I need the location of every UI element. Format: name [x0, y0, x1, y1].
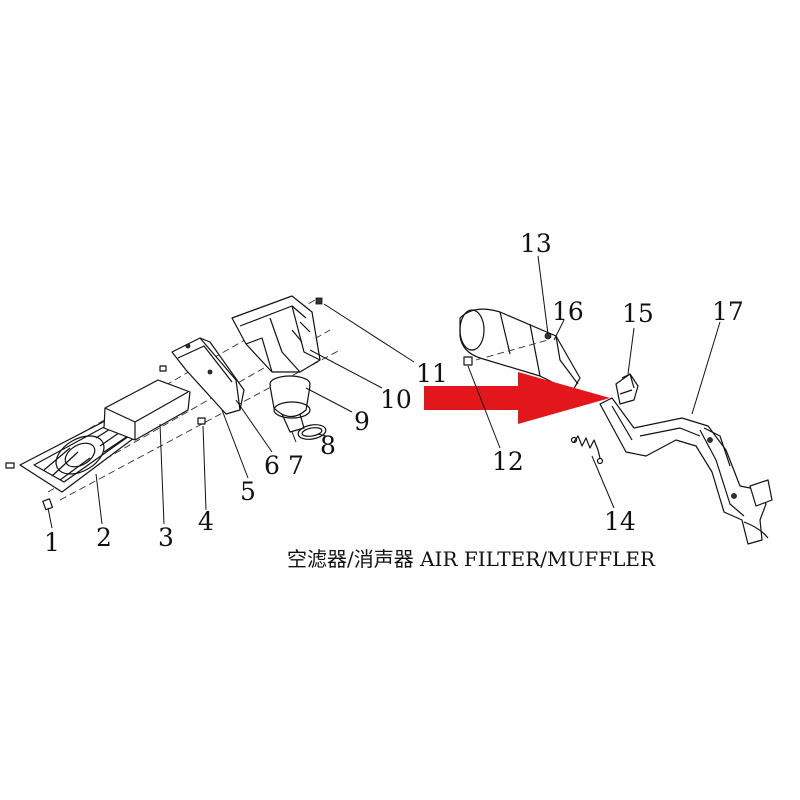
callout-10: 10	[380, 385, 412, 414]
hose-clamp-part-7-8	[297, 424, 327, 440]
callout-15: 15	[622, 299, 654, 328]
callout-8: 8	[320, 431, 336, 460]
callout-7: 7	[288, 451, 304, 480]
callout-5: 5	[240, 477, 256, 506]
intake-boot-part-9	[269, 375, 311, 433]
callout-12: 12	[492, 447, 524, 476]
air-box-housing-part-10	[231, 295, 321, 373]
diagram-caption: 空滤器/消声器 AIR FILTER/MUFFLER	[287, 547, 656, 571]
screw-part-4	[197, 417, 206, 425]
callout-14: 14	[604, 507, 636, 536]
callout-13: 13	[520, 229, 552, 258]
callout-labels: 1 2 3 4 5 6 7 8 9 10 11 12 13 14 15 16 1…	[44, 229, 744, 557]
leader-lines	[47, 255, 721, 529]
callout-17: 17	[712, 297, 744, 326]
muffler-assembly	[459, 308, 773, 545]
highlight-arrow	[424, 372, 610, 424]
nut-part-11	[315, 297, 323, 305]
clamp-bracket-part-15	[615, 373, 639, 405]
callout-3: 3	[158, 523, 174, 552]
filter-element-part-3	[103, 379, 191, 441]
callout-16: 16	[552, 297, 584, 326]
exhaust-pipe-part-17	[599, 397, 773, 545]
callout-9: 9	[354, 407, 370, 436]
spring-part-14	[570, 435, 604, 465]
callout-4: 4	[198, 507, 214, 536]
callout-1: 1	[44, 528, 60, 557]
air-box-part-5-6	[159, 337, 245, 415]
callout-2: 2	[96, 523, 112, 552]
callout-6: 6	[264, 451, 280, 480]
callout-11: 11	[416, 359, 448, 388]
bolt-part-12	[463, 356, 473, 366]
screw-part-1	[5, 462, 54, 511]
air-filter-assembly	[5, 295, 341, 511]
